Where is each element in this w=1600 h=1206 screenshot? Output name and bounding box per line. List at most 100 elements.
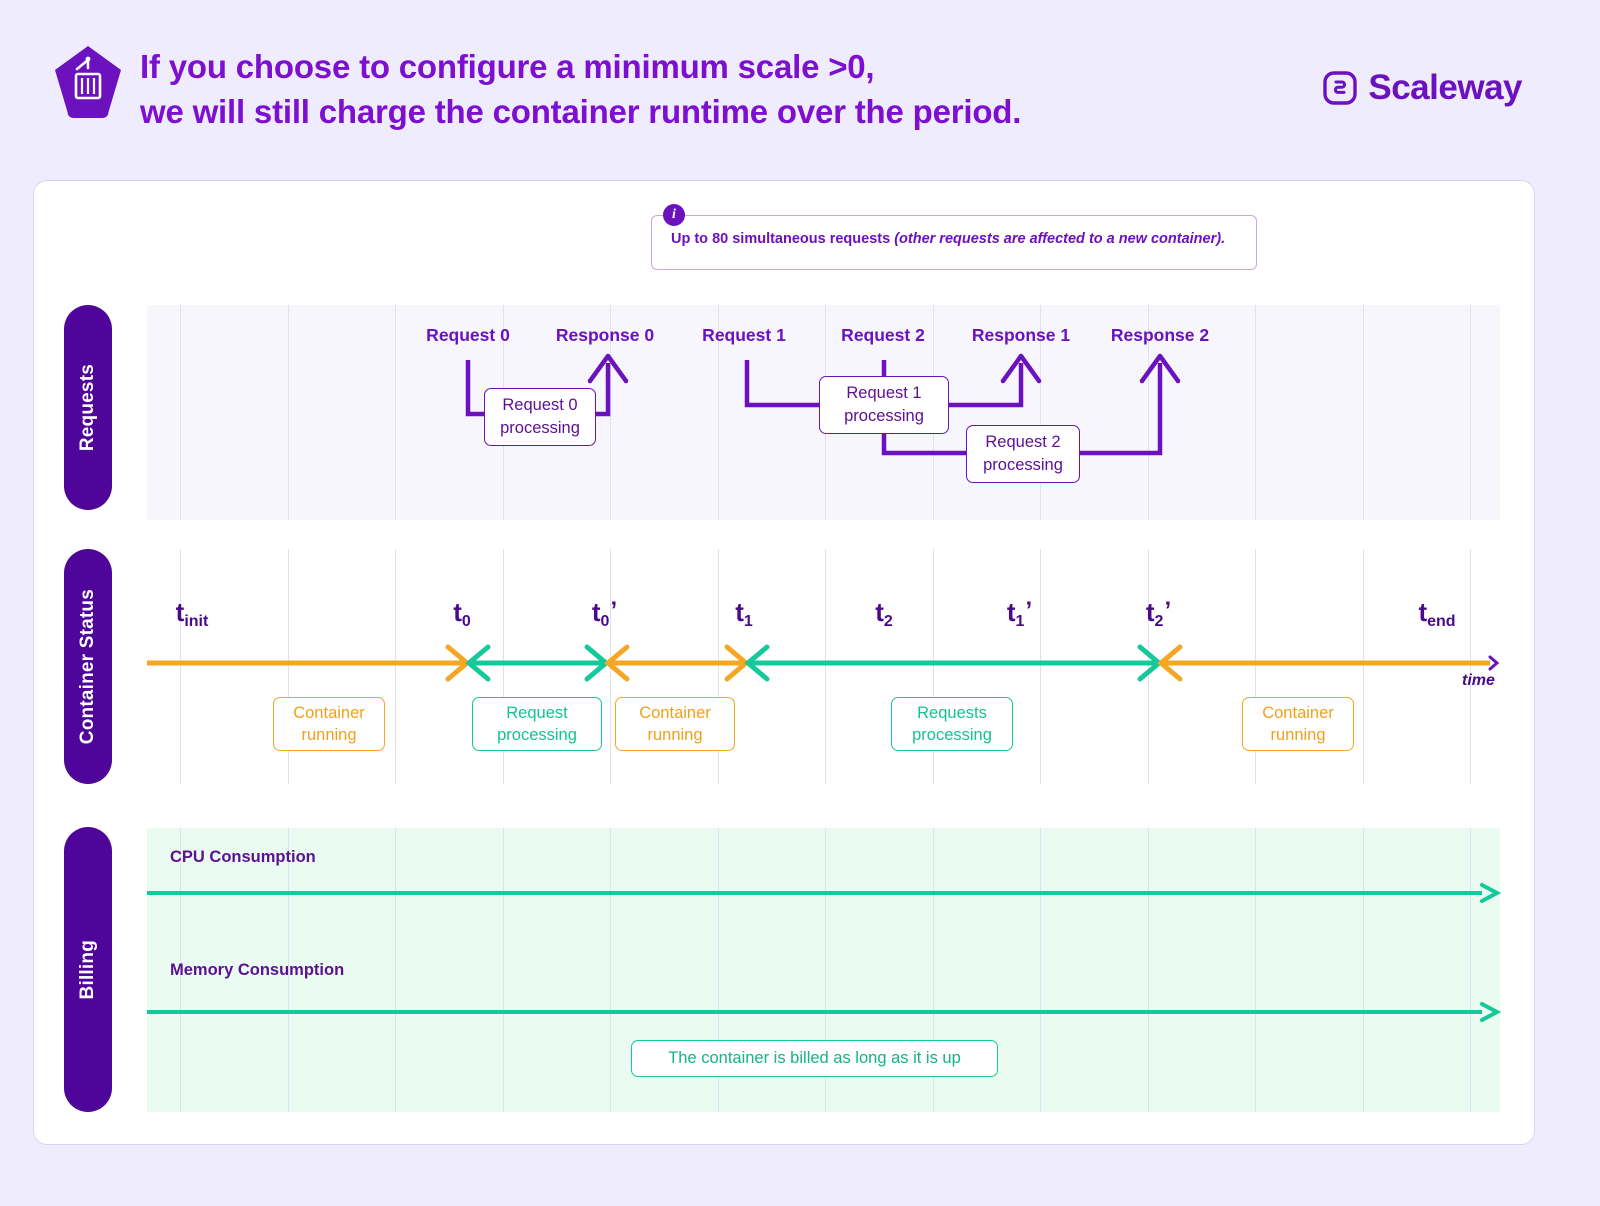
processing-box-line-1: Request 1	[846, 384, 922, 402]
time-marker-subscript: 0	[461, 613, 471, 630]
request-processing-box: Request 1 processing	[819, 376, 949, 434]
gridline	[718, 305, 719, 520]
lane-label-billing-text: Billing	[77, 939, 98, 1000]
gridline	[1040, 305, 1041, 520]
time-axis-label: time	[1462, 672, 1495, 689]
gridline	[1470, 305, 1471, 520]
time-marker-subscript: 1	[1015, 613, 1025, 630]
gridline	[180, 305, 181, 520]
processing-box-line-2: processing	[844, 407, 924, 425]
page-title: If you choose to configure a minimum sca…	[140, 44, 1270, 134]
info-text-italic: (other requests are affected to a new co…	[894, 231, 1226, 247]
gridline	[1363, 305, 1364, 520]
memory-consumption-label: Memory Consumption	[170, 961, 345, 979]
request-label: Response 1	[971, 325, 1071, 345]
lane-label-requests: Requests	[64, 305, 112, 510]
gridline	[1255, 549, 1256, 784]
processing-box-line-1: Request 2	[985, 433, 1061, 451]
gridline	[610, 828, 611, 1112]
title-line-2: we will still charge the container runti…	[140, 93, 1022, 130]
time-marker-label: t1’	[1006, 597, 1033, 630]
gridline	[933, 549, 934, 784]
request-label: Request 1	[702, 325, 786, 345]
gridline	[1255, 305, 1256, 520]
info-callout: Up to 80 simultaneous requests (other re…	[651, 215, 1257, 270]
time-marker-subscript: init	[184, 613, 209, 630]
scaleway-logo-icon	[1323, 71, 1358, 105]
time-marker-label: t2’	[1145, 597, 1172, 630]
request-label: Response 0	[555, 325, 655, 345]
status-box-line-2: processing	[912, 726, 992, 744]
container-crane-icon	[52, 44, 124, 120]
gridline	[503, 549, 504, 784]
status-box-line-2: running	[301, 726, 357, 744]
time-marker-subscript: 0	[600, 613, 610, 630]
lane-label-container-status: Container Status	[64, 549, 112, 784]
time-marker-subscript: 1	[743, 613, 753, 630]
gridline	[1148, 549, 1149, 784]
time-marker-base: t	[453, 597, 462, 627]
gridline	[718, 828, 719, 1112]
status-box-line-2: running	[647, 726, 703, 744]
time-marker-base: t	[1006, 597, 1016, 627]
time-marker-prime: ’	[1164, 597, 1172, 624]
gridline	[288, 549, 289, 784]
brand-name: Scaleway	[1368, 68, 1522, 107]
gridline	[180, 828, 181, 1112]
gridline	[1470, 549, 1471, 784]
gridline	[503, 828, 504, 1112]
time-marker-label: tinit	[175, 597, 209, 630]
status-box-line-2: running	[1270, 726, 1326, 744]
info-text-main: Up to 80 simultaneous requests	[671, 231, 895, 247]
cpu-consumption-label: CPU Consumption	[170, 848, 316, 866]
gridline	[395, 305, 396, 520]
gridline	[610, 305, 611, 520]
gridline	[1040, 549, 1041, 784]
status-box-line-1: Requests	[917, 704, 987, 722]
lane-label-container-status-text: Container Status	[77, 588, 98, 745]
processing-box-line-2: processing	[983, 456, 1063, 474]
time-marker-prime: ’	[1025, 597, 1033, 624]
gridline	[1255, 828, 1256, 1112]
status-box-line-2: processing	[497, 726, 577, 744]
time-marker-base: t	[1418, 597, 1428, 627]
time-marker-subscript: end	[1427, 613, 1456, 630]
request-processing-box: Request 0 processing	[484, 388, 596, 446]
info-callout-text: Up to 80 simultaneous requests (other re…	[671, 231, 1225, 247]
gridline	[1040, 828, 1041, 1112]
time-marker-subscript: 2	[883, 613, 893, 630]
gridline	[288, 305, 289, 520]
gridline	[1470, 828, 1471, 1112]
request-label: Response 2	[1110, 325, 1210, 345]
status-box-line-1: Container	[639, 704, 711, 722]
info-icon: i	[663, 204, 685, 226]
gridline	[825, 549, 826, 784]
gridline	[610, 549, 611, 784]
time-marker-base: t	[1145, 597, 1155, 627]
processing-box-line-2: processing	[500, 419, 580, 437]
time-marker-base: t	[175, 597, 185, 627]
time-marker-label: t1	[735, 597, 753, 630]
gridline	[395, 828, 396, 1112]
container-status-box: Container running	[615, 697, 735, 751]
processing-box-line-1: Request 0	[502, 396, 578, 414]
time-marker-base: t	[875, 597, 884, 627]
gridline	[180, 549, 181, 784]
gridline	[395, 549, 396, 784]
gridline	[1148, 828, 1149, 1112]
lane-label-requests-text: Requests	[77, 363, 98, 452]
container-status-box: Requests processing	[891, 697, 1013, 751]
request-processing-box: Request 2 processing	[966, 425, 1080, 483]
status-box-line-1: Container	[293, 704, 365, 722]
gridline	[1363, 549, 1364, 784]
container-status-box: Container running	[1242, 697, 1354, 751]
page-header: If you choose to configure a minimum sca…	[0, 0, 1600, 175]
status-box-line-1: Container	[1262, 704, 1334, 722]
brand-logo: Scaleway	[1323, 68, 1522, 108]
time-marker-label: t0	[453, 597, 471, 630]
time-marker-subscript: 2	[1154, 613, 1164, 630]
request-label: Request 2	[841, 325, 925, 345]
time-marker-label: t2	[875, 597, 893, 630]
time-marker-base: t	[591, 597, 601, 627]
